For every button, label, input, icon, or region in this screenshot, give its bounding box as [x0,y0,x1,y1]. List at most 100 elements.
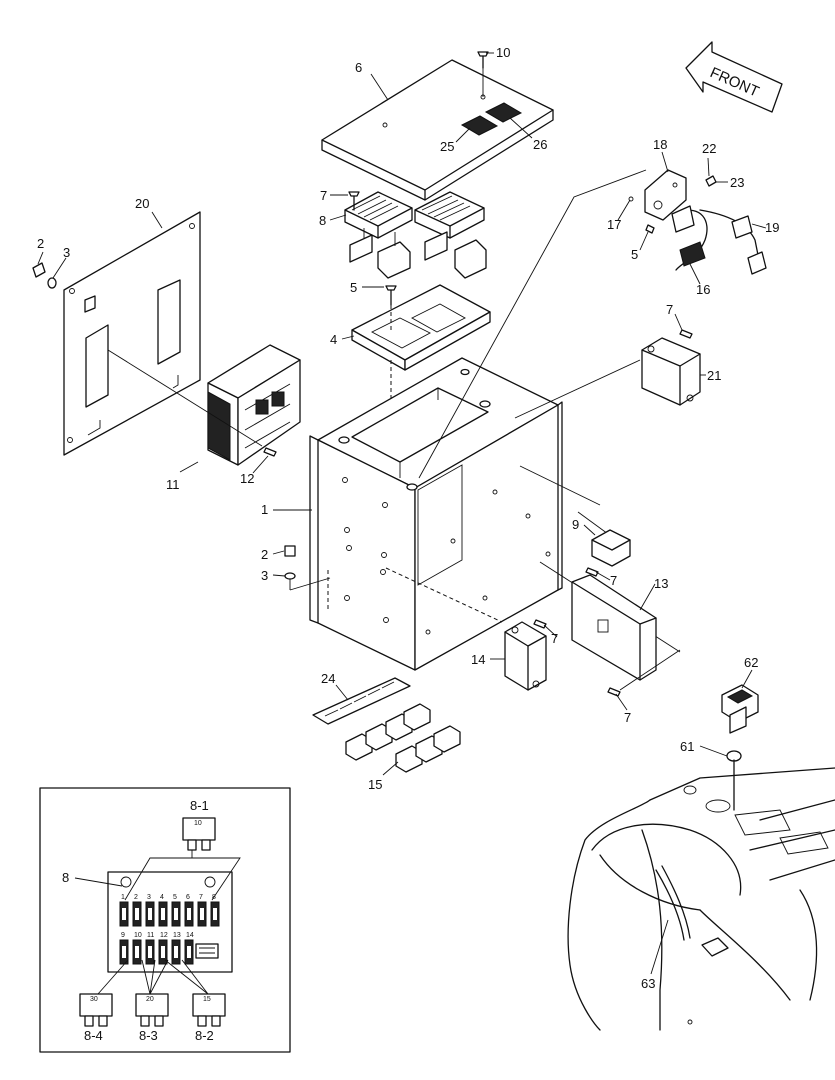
small-screws-17-5 [628,196,655,234]
fuse-8-3-icon: 20 [135,993,169,1027]
screw-10 [477,51,489,69]
callout-7-a: 7 [320,188,327,203]
screw-5-bracket [385,285,397,306]
fuse-box-right [414,191,487,279]
screw-7-module [607,687,621,697]
callout-7-d: 7 [551,631,558,646]
callout-2-a: 2 [37,236,44,251]
leader-lines [37,52,767,975]
fuse-slot: 12 [158,932,168,965]
mounting-holes [342,477,551,635]
callout-8-4: 8-4 [84,1028,103,1043]
fuse-slot-number: 14 [186,932,194,939]
fuse-slot-number: 12 [160,932,168,939]
callout-4: 4 [330,332,337,347]
fuse-8-2-icon: 15 [192,993,226,1027]
tube-63 [655,865,691,941]
callout-1: 1 [261,502,268,517]
callout-61: 61 [680,739,694,754]
fuse-slot-number: 10 [134,932,142,939]
fuse-slot: 4 [158,894,168,927]
screw-7-relay14 [533,619,547,629]
switch-bracket-18 [644,169,687,221]
callout-23: 23 [730,175,744,190]
pin-panel [84,295,96,313]
controller-unit [207,344,301,466]
switch-62 [721,684,759,734]
washer-3-panel [47,277,57,289]
top-cover [321,59,554,201]
fuse-slot: 13 [171,932,181,965]
callout-7-c: 7 [610,573,617,588]
callout-22: 22 [702,141,716,156]
callout-6: 6 [355,60,362,75]
operator-console [567,767,835,1031]
callout-5-a: 5 [350,280,357,295]
fuse-slot: 5 [171,894,181,927]
module-13 [571,574,657,681]
callout-16: 16 [696,282,710,297]
harness-19 [699,209,767,275]
relay-14 [504,621,547,691]
relay-21 [641,337,701,406]
callout-8-inset: 8 [62,870,69,885]
callout-8-2: 8-2 [195,1028,214,1043]
fuse-slot-number: 6 [186,894,190,901]
callout-11: 11 [166,477,180,492]
fuse-slot-number: 4 [160,894,164,901]
callout-62: 62 [744,655,758,670]
callout-8-3: 8-3 [139,1028,158,1043]
callout-8-1: 8-1 [190,798,209,813]
fuse-slot-number: 2 [134,894,138,901]
callout-7-b: 7 [666,302,673,317]
relay-set-15 [345,703,461,773]
fuse-slot-number: 7 [199,894,203,901]
relay-9 [591,529,631,567]
callout-7-e: 7 [624,710,631,725]
callout-25: 25 [440,139,454,154]
fuse-8-1-rating: 10 [194,820,202,827]
back-panel [63,211,201,456]
fuse-box-left [344,191,413,279]
callout-2-b: 2 [261,547,268,562]
fuse-slot: 7 [197,894,207,927]
callout-19: 19 [765,220,779,235]
callout-21: 21 [707,368,721,383]
screw-7-top [348,191,360,211]
callout-15: 15 [368,777,382,792]
screw-7-relay21 [679,329,693,339]
screw-12 [263,447,277,457]
fuse-slot-number: 11 [147,932,154,939]
fuse-slot-number: 5 [173,894,177,901]
fuse-8-4-icon: 30 [79,993,113,1027]
main-electrical-box [309,357,563,671]
fuse-slot: 2 [132,894,142,927]
studs [338,368,491,491]
fuse-slot-number: 1 [121,894,125,901]
label-strip-24 [312,677,411,725]
mounting-bracket [351,284,491,371]
front-arrow-icon: FRONT [685,41,783,113]
fuse-slot: 6 [184,894,194,927]
fuse-slot-number: 3 [147,894,151,901]
bulb-61 [726,750,742,811]
fuse-slot-number: 13 [173,932,181,939]
screw-7-relay9 [585,567,599,577]
bolt-2-panel [32,262,46,278]
callout-17: 17 [607,217,621,232]
fuse-8-3-rating: 20 [146,996,154,1003]
callout-24: 24 [321,671,335,686]
fuse-slot: 11 [145,932,155,965]
callout-3-a: 3 [63,245,70,260]
bolt-2-box [284,545,296,557]
washer-3-box [284,572,296,580]
callout-26: 26 [533,137,547,152]
fuse-slot: 3 [145,894,155,927]
callout-10: 10 [496,45,510,60]
callout-13: 13 [654,576,668,591]
fuse-8-1-icon: 10 [182,817,216,851]
